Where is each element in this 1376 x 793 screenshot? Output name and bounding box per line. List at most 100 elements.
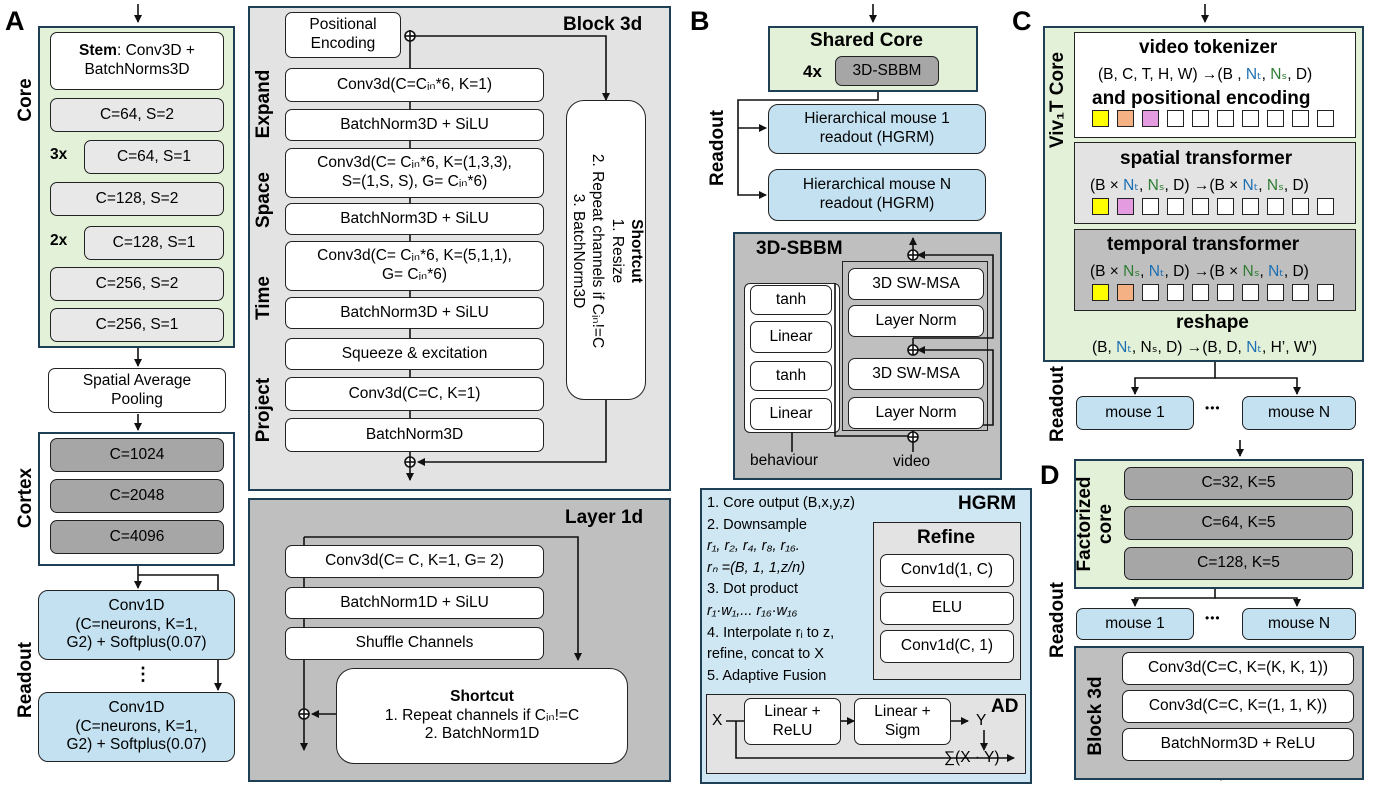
readout-vertical-ellipsis: ⋮ <box>134 664 152 684</box>
readout-label-b: Readout <box>707 110 728 186</box>
block3d-shortcut-box: Shortcut 1. Resize 2. Repeat channels if… <box>566 100 646 400</box>
c-mouse-1-box: mouse 1 <box>1076 396 1194 430</box>
vivit-side-label: Viv₁T Core <box>1047 51 1068 149</box>
token-square-empty <box>1242 284 1259 301</box>
factorized-layer-3: C=128, K=5 <box>1124 547 1353 580</box>
pooling-line-2: Pooling <box>111 390 163 408</box>
video-input-label: video <box>893 453 931 470</box>
hgrm-title: HGRM <box>958 493 1017 514</box>
readoutN-line-2: (C=neurons, K=1, <box>75 717 198 735</box>
tokenizer-title: video tokenizer <box>1139 37 1278 58</box>
factorized-side-label: Factorized core <box>1074 476 1117 571</box>
token-square-empty <box>1167 284 1184 301</box>
tp-f2: , <box>1140 263 1149 280</box>
block3d-shortcut-text: Shortcut 1. Resize 2. Repeat channels if… <box>568 154 646 348</box>
token-square-empty <box>1267 198 1284 215</box>
expand-label: Expand <box>253 69 274 139</box>
c-mouse-ellipsis: ••• <box>1205 401 1221 415</box>
c-mouse-n-box: mouse N <box>1242 396 1356 430</box>
tp-f4: , D) →(B × <box>1164 263 1243 280</box>
sp-f0: (B × <box>1090 177 1124 194</box>
tp-f5: Nₛ <box>1242 263 1260 280</box>
sbbm-box-shared: 3D-SBBM <box>835 56 939 86</box>
token-square-empty <box>1217 110 1234 127</box>
tp-f6: , <box>1259 263 1269 280</box>
token-square-empty <box>1267 284 1284 301</box>
conv-time-box: Conv3d(C= Cᵢₙ*6, K=(5,1,1), G= Cᵢₙ*6) <box>285 241 544 291</box>
tok-f4: , D) <box>1287 66 1313 83</box>
hgrm-step-3: 3. Dot product <box>707 581 799 598</box>
factorized-layer-2: C=64, K=5 <box>1124 506 1353 540</box>
cortex-layer-2: C=2048 <box>50 479 224 513</box>
behaviour-linear-2: Linear <box>750 398 832 430</box>
conv-time-line-2: G= Cᵢₙ*6) <box>381 266 448 283</box>
reshape-title: reshape <box>1176 312 1249 333</box>
squeeze-excitation-box: Squeeze & excitation <box>285 338 544 370</box>
behaviour-input-label: behaviour <box>750 452 819 469</box>
hgrm-step-3a: r₁·w₁,... r₁₆·w₁₆ <box>707 602 798 619</box>
d-conv3d-spatial: Conv3d(C=C, K=(K, K, 1)) <box>1122 652 1354 685</box>
hgrm-steps: 1. Core output (B,x,y,z) 2. Downsample r… <box>707 493 855 687</box>
cortex-side-label: Cortex <box>15 467 36 529</box>
spatial-title: spatial transformer <box>1120 148 1293 169</box>
cortex-layer-1: C=1024 <box>50 438 224 472</box>
token-square-empty <box>1292 110 1309 127</box>
ad-title: AD <box>991 696 1019 717</box>
conv-space-line-1: Conv3d(C= Cᵢₙ*6, K=(1,3,3), <box>317 154 512 172</box>
pooling-line-1: Spatial Average <box>82 371 192 389</box>
behaviour-tanh-1: tanh <box>750 285 832 315</box>
hgrmN-line-1: Hierarchical mouse N <box>802 176 952 194</box>
ad-linear-sigm-box: Linear + Sigm <box>854 698 951 745</box>
swmsa-box-2: 3D SW-MSA <box>848 358 984 390</box>
reshape-formula: (B, Nₜ, Nₛ, D) →(B, D, Nₜ, H’, W’) <box>1092 338 1317 357</box>
conv-expand-box: Conv3d(C=Cᵢₙ*6, K=1) <box>285 68 544 102</box>
core-layer-4: C=128, S=1 <box>84 226 224 260</box>
tokenizer-title-2: and positional encoding <box>1092 88 1311 109</box>
pos-enc-line-2: Encoding <box>310 35 376 52</box>
token-square-empty <box>1292 198 1309 215</box>
factorized-layer-1: C=32, K=5 <box>1124 467 1353 500</box>
rs-f2: , Nₛ, D) →(B, D, <box>1131 339 1247 356</box>
tok-f2: , <box>1261 66 1271 83</box>
layer1d-shortcut-title: Shortcut <box>450 688 514 706</box>
conv-project-box: Conv3d(C=C, K=1) <box>285 377 544 411</box>
token-square-empty <box>1217 284 1234 301</box>
core-layer-2: C=64, S=1 <box>84 140 224 174</box>
token-square-yellow <box>1092 284 1109 301</box>
sp-f8: , D) <box>1283 177 1309 194</box>
token-square-empty <box>1192 110 1209 127</box>
d-mouse-ellipsis: ••• <box>1205 611 1221 625</box>
readout1-line-2: (C=neurons, K=1, <box>75 615 198 633</box>
tok-nt: Nₜ <box>1245 66 1262 83</box>
bn-silu-expand-box: BatchNorm3D + SiLU <box>285 109 544 141</box>
d-conv3d-temporal: Conv3d(C=C, K=(1, 1, K)) <box>1122 690 1354 723</box>
token-square-empty <box>1167 110 1184 127</box>
readout-conv1d-first: Conv1D (C=neurons, K=1, G2) + Softplus(0… <box>38 590 235 660</box>
token-square-pink <box>1117 198 1134 215</box>
sp-f1: Nₜ <box>1123 177 1139 194</box>
token-square-empty <box>1142 198 1159 215</box>
layer1d-conv-box: Conv3d(C= C, K=1, G= 2) <box>285 545 544 578</box>
hgrm1-line-1: Hierarchical mouse 1 <box>804 110 950 128</box>
token-square-yellow <box>1092 198 1109 215</box>
project-label: Project <box>253 377 274 443</box>
token-square-empty <box>1167 198 1184 215</box>
sp-f7: Nₛ <box>1266 177 1284 194</box>
token-square-orange <box>1117 110 1134 127</box>
hgrm-step-2b: rₙ =(B, 1, 1,z/n) <box>707 559 806 576</box>
readout-label-c: Readout <box>1047 366 1068 442</box>
core-layer-6: C=256, S=1 <box>50 308 224 342</box>
layer1d-shortcut-line-1: 1. Repeat channels if Cᵢₙ!=C <box>384 706 580 724</box>
ad-lin-relu-2: ReLU <box>772 721 813 739</box>
readout-label-d: Readout <box>1047 582 1068 658</box>
panel-letter-b: B <box>690 6 710 36</box>
token-square-empty <box>1242 198 1259 215</box>
core-side-label: Core <box>15 78 36 122</box>
tok-f0: (B, C, T, H, W) →(B , <box>1098 66 1246 83</box>
ad-lin-sigm-2: Sigm <box>884 721 921 739</box>
core-layer-1: C=64, S=2 <box>50 98 224 132</box>
readoutN-line-3: G2) + Softplus(0.07) <box>66 736 207 754</box>
tp-f1: Nₛ <box>1123 263 1141 280</box>
shuffle-channels-box: Shuffle Channels <box>285 627 544 660</box>
